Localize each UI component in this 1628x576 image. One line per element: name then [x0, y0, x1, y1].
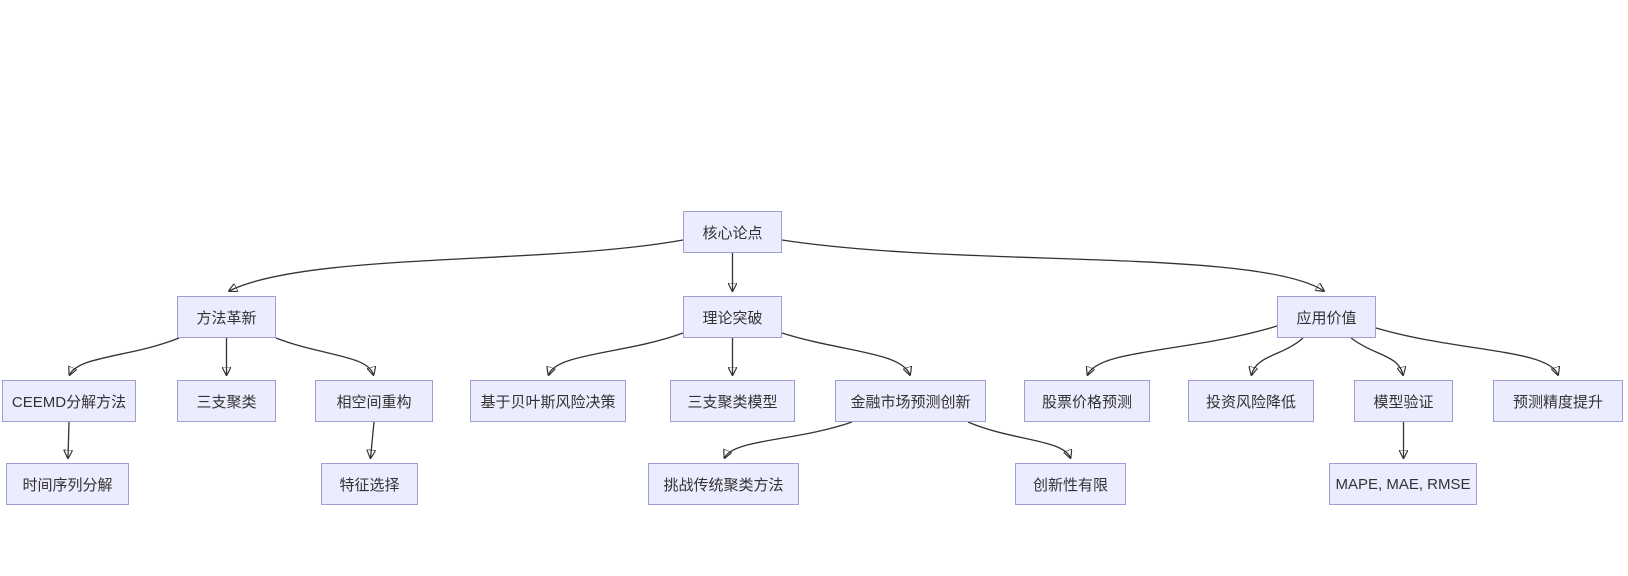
edge-application-value-to-stock-prediction [1088, 325, 1278, 375]
node-metrics: MAPE, MAE, RMSE [1329, 463, 1477, 505]
edge-phase-space-to-feature-selection [371, 421, 375, 458]
node-phase-space: 相空间重构 [315, 380, 433, 422]
edge-fin-market-innovation-to-limited-novelty [967, 421, 1071, 458]
edge-method-innovation-to-phase-space [275, 337, 374, 375]
node-bayes-risk: 基于贝叶斯风险决策 [470, 380, 626, 422]
edge-application-value-to-model-validation [1350, 337, 1403, 375]
node-three-way-clustering: 三支聚类 [177, 380, 276, 422]
edge-theory-breakthrough-to-fin-market-innovation [781, 332, 910, 375]
node-model-validation: 模型验证 [1354, 380, 1453, 422]
edge-application-value-to-prediction-precision [1375, 327, 1558, 375]
edge-method-innovation-to-ceemd [70, 337, 180, 375]
edge-core-thesis-to-application-value [781, 239, 1324, 291]
node-feature-selection: 特征选择 [321, 463, 418, 505]
node-stock-prediction: 股票价格预测 [1024, 380, 1150, 422]
node-ceemd: CEEMD分解方法 [2, 380, 136, 422]
edge-fin-market-innovation-to-challenge-traditional [725, 421, 853, 458]
node-challenge-traditional: 挑战传统聚类方法 [648, 463, 799, 505]
edge-ceemd-to-time-series-decomp [68, 421, 69, 458]
node-application-value: 应用价值 [1277, 296, 1376, 338]
node-fin-market-innovation: 金融市场预测创新 [835, 380, 986, 422]
node-three-way-model: 三支聚类模型 [670, 380, 795, 422]
node-time-series-decomp: 时间序列分解 [6, 463, 129, 505]
edge-application-value-to-investment-risk [1252, 337, 1304, 375]
node-limited-novelty: 创新性有限 [1015, 463, 1126, 505]
node-theory-breakthrough: 理论突破 [683, 296, 782, 338]
node-prediction-precision: 预测精度提升 [1493, 380, 1623, 422]
node-core-thesis: 核心论点 [683, 211, 782, 253]
node-method-innovation: 方法革新 [177, 296, 276, 338]
node-investment-risk: 投资风险降低 [1188, 380, 1314, 422]
edge-theory-breakthrough-to-bayes-risk [549, 332, 684, 375]
edge-core-thesis-to-method-innovation [229, 239, 684, 291]
